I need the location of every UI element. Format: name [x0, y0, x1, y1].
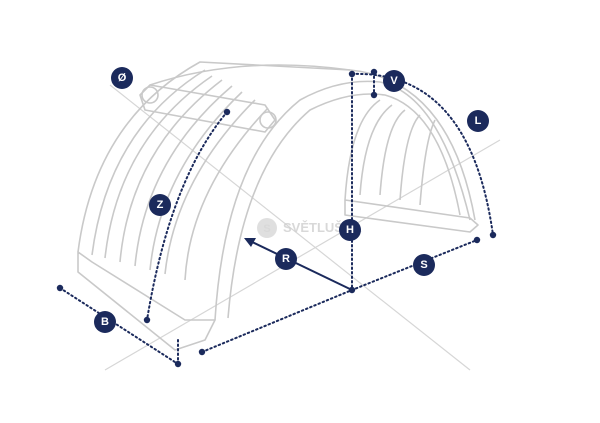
svg-text:R: R — [282, 253, 290, 265]
label-h: H — [339, 219, 361, 241]
svg-text:Z: Z — [157, 199, 164, 211]
guide-lines — [104, 84, 501, 371]
svg-text:B: B — [101, 316, 109, 328]
label-b: B — [94, 311, 116, 333]
svg-text:S: S — [420, 259, 427, 271]
svg-text:V: V — [390, 75, 398, 87]
svg-text:L: L — [475, 115, 482, 127]
label-l: L — [467, 110, 489, 132]
label-z: Z — [149, 194, 171, 216]
label-s: S — [413, 254, 435, 276]
svg-text:Ø: Ø — [118, 72, 127, 84]
label-v: V — [383, 70, 405, 92]
radius-arrow — [244, 238, 353, 291]
fender-outline — [77, 61, 479, 351]
svg-text:H: H — [346, 224, 354, 236]
label-diameter: Ø — [111, 67, 133, 89]
label-r: R — [275, 248, 297, 270]
dimension-points — [56, 68, 497, 368]
svg-text:S: S — [263, 223, 270, 235]
